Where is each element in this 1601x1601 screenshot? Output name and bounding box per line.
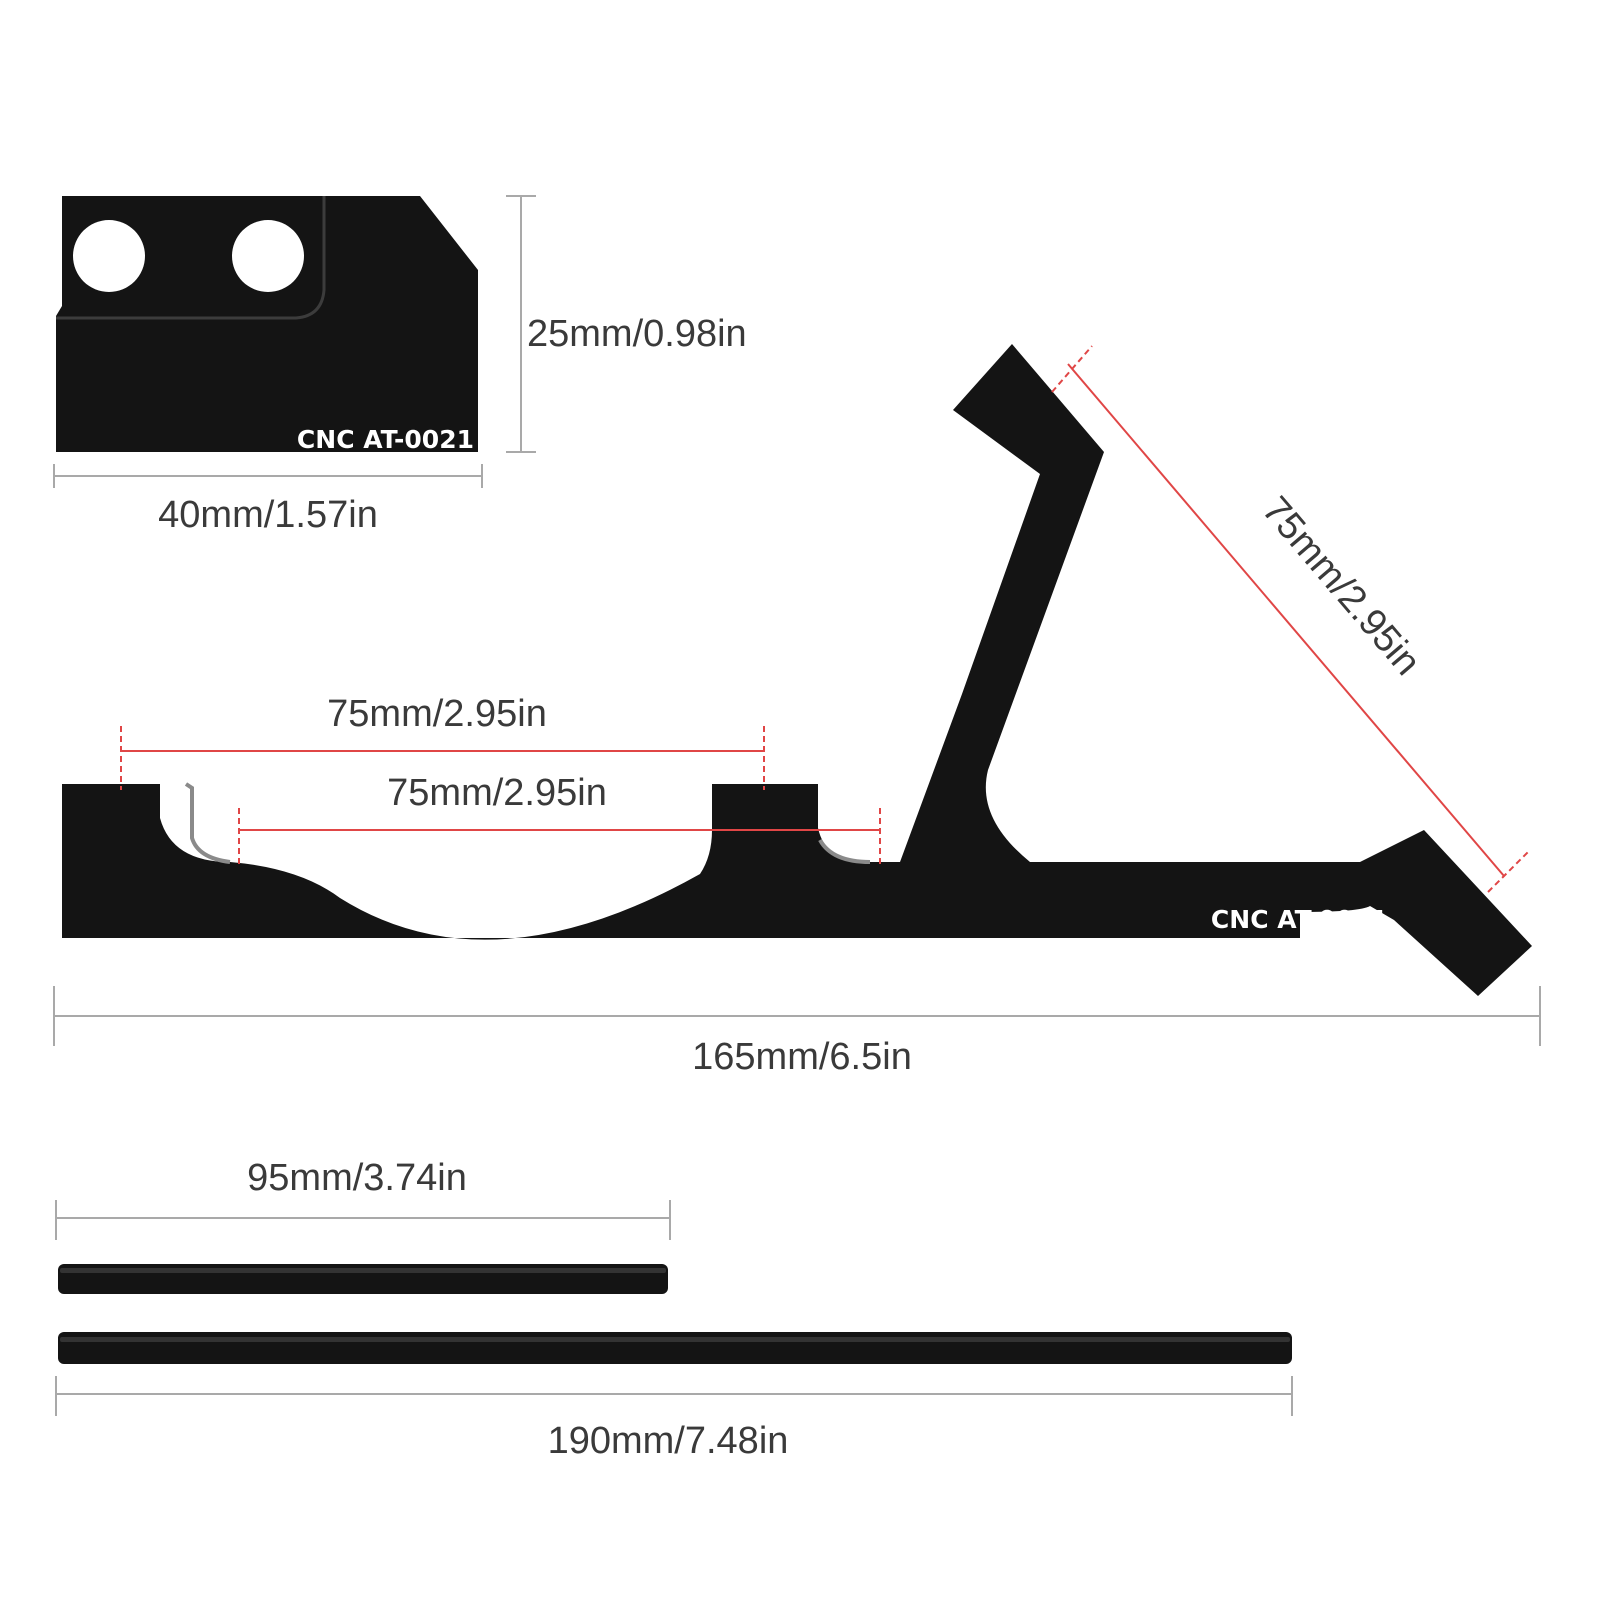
upper-mount-label: 75mm/2.95in: [327, 693, 547, 735]
short-rod-group: 95mm/3.74in: [55, 1157, 671, 1294]
block-part-label: CNC AT-0021: [297, 425, 474, 454]
adapter-length-label: 165mm/6.5in: [692, 1036, 912, 1078]
long-rod-group: 190mm/7.48in: [55, 1332, 1293, 1462]
block-height-dimension: 25mm/0.98in: [506, 195, 747, 453]
block-height-label: 25mm/0.98in: [527, 313, 747, 355]
adapter-bracket: CNC AT-0021: [62, 344, 1532, 996]
adapter-length-dimension: 165mm/6.5in: [53, 986, 1541, 1078]
long-rod: [58, 1332, 1292, 1364]
adapter-part-label: CNC AT-0021: [1211, 905, 1388, 934]
block-width-dimension: 40mm/1.57in: [53, 464, 483, 536]
block-hole-left: [73, 220, 145, 292]
lower-mount-label: 75mm/2.95in: [387, 772, 607, 814]
block-width-label: 40mm/1.57in: [158, 494, 378, 536]
lower-mount-dimension: 75mm/2.95in: [238, 772, 881, 864]
arm-dimension: 75mm/2.95in: [1051, 345, 1531, 893]
short-rod-label: 95mm/3.74in: [247, 1157, 467, 1199]
arm-label: 75mm/2.95in: [1254, 489, 1429, 683]
long-rod-label: 190mm/7.48in: [548, 1420, 789, 1462]
block-hole-right: [232, 220, 304, 292]
upper-mount-dimension: 75mm/2.95in: [120, 693, 765, 790]
block-part: CNC AT-0021: [56, 196, 478, 454]
